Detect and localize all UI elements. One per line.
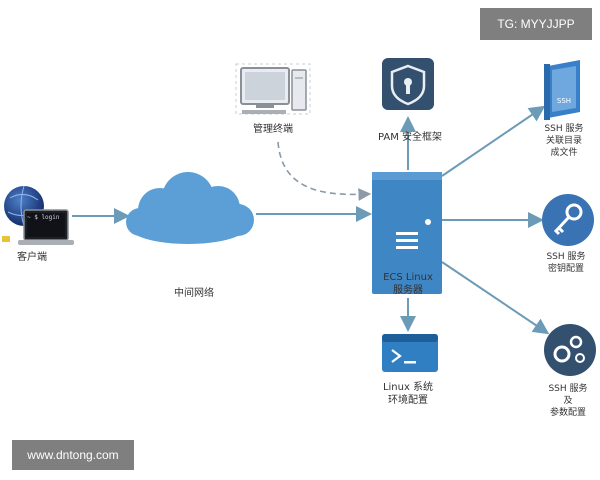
ecs-label-line1: ECS Linux xyxy=(383,272,433,283)
ssh-dir-label-line2: 关联目录 xyxy=(545,136,582,146)
key-icon xyxy=(542,194,594,246)
ecs-label-line2: 服务器 xyxy=(393,285,423,296)
edge-ecs-sshdir xyxy=(441,105,546,177)
client-node xyxy=(2,185,74,245)
shield-lock-icon xyxy=(382,58,434,110)
ssh-param-label-line1: SSH 服务 xyxy=(548,384,588,394)
network-label: 中间网络 xyxy=(174,288,214,299)
client-label: 客户端 xyxy=(17,252,47,263)
edge-mgmt-ecs-dashed xyxy=(277,141,372,201)
watermark-tg: TG: MYYJJPP xyxy=(480,8,592,40)
cloud-icon xyxy=(126,172,254,244)
ssh-key-label-line2: 密钥配置 xyxy=(547,264,584,274)
linux-env-label-line2: 环境配置 xyxy=(388,395,428,406)
laptop-screen-text: ~ $ login xyxy=(27,214,60,221)
edge-ecs-sshparam xyxy=(441,261,550,335)
ssh-param-label-line2: 及 xyxy=(563,396,573,406)
watermark-website: www.dntong.com xyxy=(12,440,134,470)
laptop-icon xyxy=(18,209,74,245)
linux-env-label-line1: Linux 系统 xyxy=(382,382,434,393)
connector-lines xyxy=(72,105,550,335)
pam-label: PAM 安全框架 xyxy=(377,132,443,143)
ssh-folder-icon xyxy=(544,60,580,120)
mgmt-terminal-label: 管理终端 xyxy=(253,124,293,135)
desktop-computer-icon xyxy=(235,63,311,115)
ssh-dir-label-line1: SSH 服务 xyxy=(544,124,584,134)
terminal-icon xyxy=(382,334,438,372)
server-icon xyxy=(372,172,442,294)
ssh-param-label-line3: 参数配置 xyxy=(549,408,586,418)
ssh-dir-label-line3: 成文件 xyxy=(550,148,578,158)
gears-icon xyxy=(544,324,596,376)
ssh-key-label-line1: SSH 服务 xyxy=(546,252,586,262)
ssh-folder-text: SSH xyxy=(556,97,572,105)
